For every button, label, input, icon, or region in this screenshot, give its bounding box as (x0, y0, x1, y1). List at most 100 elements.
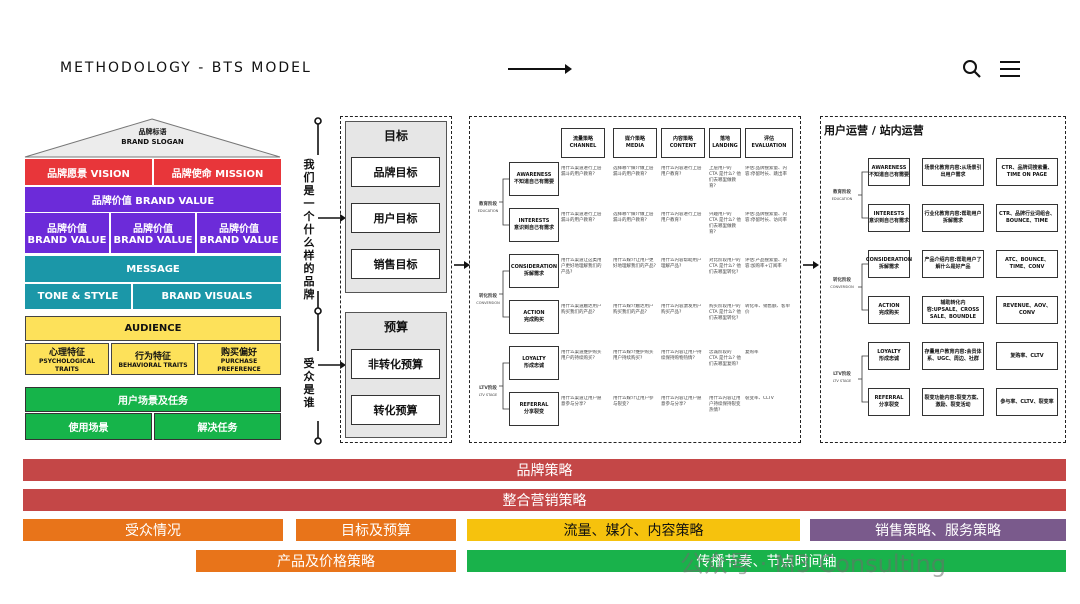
ops-content: 辅助转化内容:UPSALE、CROSS SALE、BOUNDLE (922, 296, 984, 324)
funnel-cell: 用什么内容让用户愿意参与分享? (661, 396, 702, 407)
funnel-cell: 兴趣用户的 CTA 是什么? 他们去哪里做教育? (709, 212, 741, 235)
ops-content: 存量用户教育内容:会员体系、UGC、周边、社群 (922, 342, 984, 370)
audience-bar: 受众情况 (23, 519, 283, 541)
ops-kpi: CTR、品牌行业词组合、BOUNCE、TIME (996, 204, 1058, 232)
slogan-en: BRAND SLOGAN (121, 138, 184, 146)
ops-content: 裂变功能内容:裂变方案、激励、裂变活动 (922, 388, 984, 416)
goal-user: 用户目标 (351, 203, 440, 233)
menu-icon[interactable] (1000, 60, 1020, 78)
timeline-bar: 传播节奏、节点时间轴 (467, 550, 1066, 572)
bracket-lines (314, 117, 346, 445)
funnel-cell: 转化率、销售额、客单价 (745, 304, 790, 315)
message-band: MESSAGE (25, 256, 281, 282)
ops-kpi: REVENUE、AOV、CONV (996, 296, 1058, 324)
scene-use-cell: 使用场景 (25, 413, 152, 440)
ops-content: 场景化教育内容:从场景引出用户需求 (922, 158, 984, 186)
budget-conversion: 转化预算 (351, 395, 440, 425)
funnel-cell: 选择哪个媒介做上层漏斗的用户教育? (613, 212, 654, 223)
arrow-to-funnel (454, 261, 470, 269)
sales-service-bar: 销售策略、服务策略 (810, 519, 1066, 541)
ops-title: 用户运营 / 站内运营 (824, 124, 924, 137)
funnel-cell: 用什么媒介让用户更好地理解我们的产品? (613, 258, 656, 269)
arrow-to-ops (803, 261, 819, 269)
goals-title: 目标 (383, 128, 408, 143)
funnel-cell: 用什么内容激发用户购买产品? (661, 304, 702, 315)
funnel-cell: 用什么渠道进行上层漏斗的用户教育? (561, 166, 602, 177)
ops-kpi: 复购率、CLTV (996, 342, 1058, 370)
funnel-brackets (499, 178, 509, 410)
imc-strategy-bar: 整合营销策略 (23, 489, 1066, 511)
ops-content: 产品介绍内容:帮助用户了解什么是好产品 (922, 250, 984, 278)
slogan-cn: 品牌标语 (138, 128, 167, 136)
funnel-cell: 上层用户的 CTA 是什么? 他们去哪里做教育? (709, 166, 741, 189)
budget-non-conversion: 非转化预算 (351, 349, 440, 379)
funnel-cell: 评估:品牌搜索量、内容:停留时长、跳出率 (745, 166, 788, 177)
search-icon[interactable] (962, 59, 982, 79)
funnel-cell: 用什么内容进行上层用户教育? (661, 212, 702, 223)
watermark: 公众号 · M3 Consulting (680, 550, 947, 578)
budget-title: 预算 (383, 319, 408, 334)
right-arrow-icon (508, 64, 572, 74)
goal-sales: 销售目标 (351, 249, 440, 279)
funnel-cell: 评估:产品搜索量、内容:加购率+订阅率 (745, 258, 788, 269)
goals-budget-panel (340, 116, 452, 443)
goal-brand: 品牌目标 (351, 157, 440, 187)
scene-band: 用户场景及任务 (25, 387, 281, 412)
funnel-cell: 用什么渠道进行上层漏斗的用户教育? (561, 212, 602, 223)
funnel-cell: 用什么内容让用户持续保持裂变热情? (709, 396, 741, 413)
funnel-cell: 用什么渠道让用户愿意参与分享? (561, 396, 602, 407)
ops-panel (820, 116, 1066, 443)
funnel-panel (469, 116, 801, 443)
funnel-cell: 忠诚阶段的 CTA 是什么? 他们去哪里复购? (709, 350, 741, 367)
funnel-cell: 用什么内容进行上层用户教育? (661, 166, 702, 177)
brand-visuals-band: BRAND VISUALS (133, 284, 281, 309)
brand-strategy-bar: 品牌策略 (23, 459, 1066, 481)
funnel-cell: 用什么媒介触达用户购买我们的产品? (613, 304, 654, 315)
page-title: METHODOLOGY - BTS MODEL (60, 60, 312, 76)
funnel-cell: 购买阶段用户的 CTA 是什么? 他们去哪里转化? (709, 304, 741, 321)
audience-band: AUDIENCE (25, 316, 281, 341)
funnel-cell: 选择哪个媒介做上层漏斗的用户教育? (613, 166, 654, 177)
funnel-cell: 用什么媒介维护购买用户持续购买? (613, 350, 654, 361)
funnel-cell: 用什么渠道维护购买用户的持续购买? (561, 350, 602, 361)
ops-kpi: ATC、BOUNCE、TIME、CONV (996, 250, 1058, 278)
funnel-cell: 用什么渠道让这类用户更好地理解我们的产品? (561, 258, 602, 275)
goal-budget-bar: 目标及预算 (296, 519, 456, 541)
funnel-cell: 裂变率、CLTV (745, 396, 774, 401)
brand-question-vertical: 我们是一个什么样的品牌 (303, 158, 315, 301)
ops-brackets (858, 171, 868, 403)
funnel-cell: 复购率 (745, 350, 759, 355)
scene-task-cell: 解决任务 (154, 413, 281, 440)
audience-question-vertical: 受众是谁 (303, 357, 315, 409)
funnel-cell: 用什么内容帮助用户理解产品? (661, 258, 702, 269)
product-price-bar: 产品及价格策略 (196, 550, 456, 572)
vision-band: 品牌愿景 VISION (25, 159, 152, 185)
ops-kpi: CTR、品牌词搜索量、TIME ON PAGE (996, 158, 1058, 186)
traffic-media-content-bar: 流量、媒介、内容策略 (467, 519, 800, 541)
funnel-cell: 对比阶段用户的 CTA 是什么? 他们去哪里转化? (709, 258, 741, 275)
